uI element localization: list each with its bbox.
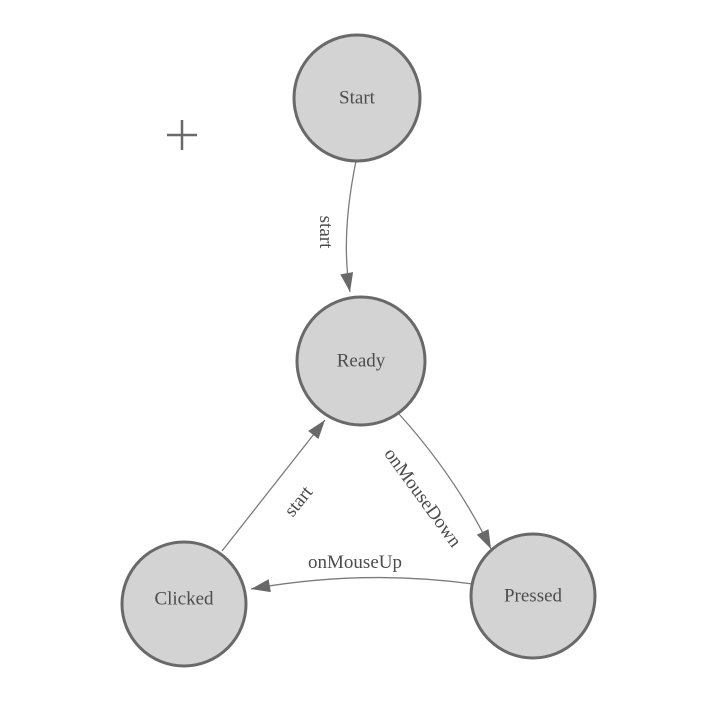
- state-label: Ready: [337, 351, 386, 372]
- state-label: Clicked: [154, 589, 214, 610]
- edge-label: start: [315, 216, 336, 249]
- arrowhead-icon: [340, 272, 354, 292]
- edge-line[interactable]: [345, 160, 357, 293]
- arrowhead-icon: [308, 420, 325, 439]
- state-node-pressed[interactable]: Pressed: [469, 532, 597, 660]
- arrowhead-icon: [251, 579, 271, 593]
- state-circle[interactable]: [469, 532, 597, 660]
- edge-label: onMouseUp: [308, 552, 402, 573]
- edge-label: onMouseDown: [380, 444, 466, 552]
- transition-edge-pressed-to-clicked[interactable]: onMouseUp: [250, 552, 474, 595]
- state-circle[interactable]: [295, 295, 427, 427]
- state-label: Pressed: [504, 586, 563, 607]
- state-label: Start: [339, 88, 376, 109]
- state-node-clicked[interactable]: Clicked: [120, 540, 248, 668]
- state-circle[interactable]: [292, 33, 422, 163]
- transition-edge-clicked-to-ready[interactable]: start: [221, 416, 330, 552]
- plus-crosshair-icon: [167, 120, 197, 150]
- edge-line[interactable]: [250, 576, 474, 590]
- state-node-ready[interactable]: Ready: [295, 295, 427, 427]
- arrowhead-icon: [476, 529, 491, 549]
- edge-label: start: [280, 482, 317, 521]
- edge-line[interactable]: [221, 419, 326, 552]
- transition-edge-ready-to-pressed[interactable]: onMouseDown: [380, 413, 497, 552]
- state-node-start[interactable]: Start: [292, 33, 422, 163]
- transition-edge-start-to-ready[interactable]: start: [315, 160, 357, 293]
- state-circle[interactable]: [120, 540, 248, 668]
